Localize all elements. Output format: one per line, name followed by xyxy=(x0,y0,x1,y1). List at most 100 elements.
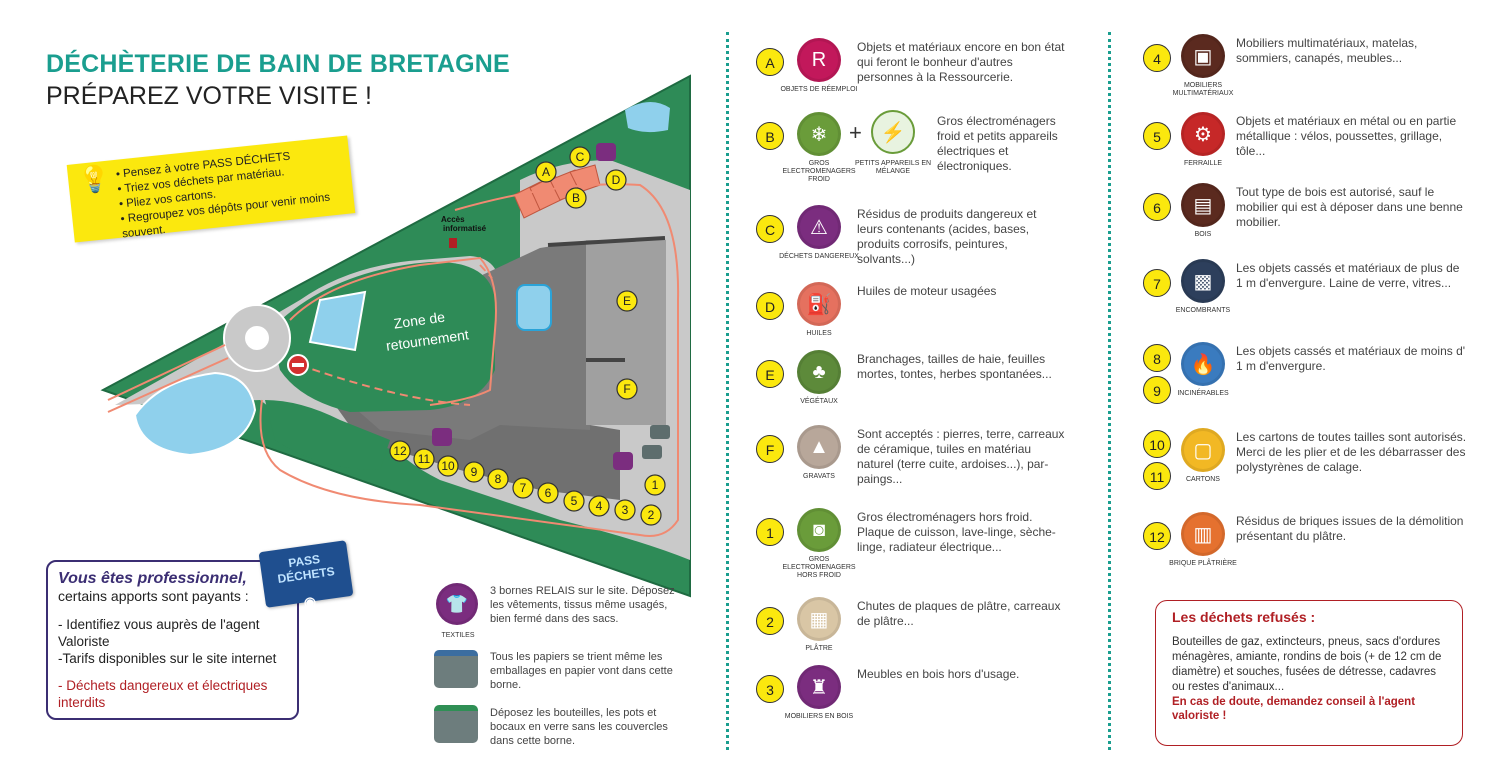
legend-letter: C xyxy=(756,215,784,243)
legend-description: Résidus de briques issues de la démoliti… xyxy=(1236,514,1464,543)
map-marker-label: C xyxy=(576,150,585,164)
legend-waste-icon: ◙ xyxy=(797,508,841,552)
map-marker-12: 12 xyxy=(389,440,411,462)
glass-bin-icon xyxy=(642,445,662,459)
legend-letter: 4 xyxy=(1143,44,1171,72)
legend-waste-icon: 🔥 xyxy=(1181,342,1225,386)
legend-letter: 7 xyxy=(1143,269,1171,297)
legend-letter: 1 xyxy=(756,518,784,546)
map-marker-5: 5 xyxy=(563,490,585,512)
map-marker-label: 6 xyxy=(545,486,552,500)
legend-icon-label: MOBILIERS MULTIMATÉRIAUX xyxy=(1172,82,1234,97)
pro-heading: Vous êtes professionnel, xyxy=(58,570,247,587)
refused-heading: Les déchets refusés : xyxy=(1172,609,1316,625)
legend-letter: F xyxy=(756,435,784,463)
legend-letter: 5 xyxy=(1143,122,1171,150)
legend-icon-label: MOBILIERS EN BOIS xyxy=(784,713,854,720)
map-marker-2: 2 xyxy=(640,504,662,526)
pass-card-image: PASS DÉCHETS ◉ xyxy=(258,540,354,610)
map-marker-7: 7 xyxy=(512,477,534,499)
map-basin xyxy=(308,290,367,352)
map-marker-10: 10 xyxy=(437,455,459,477)
legend-letter: E xyxy=(756,360,784,388)
legend-waste-icon: ▩ xyxy=(1181,259,1225,303)
map-basin xyxy=(516,284,552,331)
legend-waste-icon: ⚙ xyxy=(1181,112,1225,156)
refused-warning: En cas de doute, demandez conseil à l'ag… xyxy=(1172,696,1416,722)
textile-bin-icon xyxy=(432,428,452,446)
legend-description: Branchages, tailles de haie, feuilles mo… xyxy=(857,352,1052,381)
map-marker-label: 2 xyxy=(648,508,655,522)
legend-icon-label: VÉGÉTAUX xyxy=(800,398,838,405)
legend-icon-label: GRAVATS xyxy=(803,473,835,480)
refused-text: Bouteilles de gaz, extincteurs, pneus, s… xyxy=(1172,636,1442,693)
legend-icon-label: BOIS xyxy=(1194,231,1212,238)
pro-line: - Identifiez vous auprès de l'agent Valo… xyxy=(58,617,260,649)
legend-waste-icon: ▣ xyxy=(1181,34,1225,78)
legend-letter: 8 xyxy=(1143,344,1171,372)
legend-waste-icon: ♜ xyxy=(797,665,841,709)
legend-waste-icon: ▢ xyxy=(1181,428,1225,472)
legend-description: Les objets cassés et matériaux de plus d… xyxy=(1236,261,1460,290)
textiles-label: TEXTILES xyxy=(441,632,475,639)
legend-icon-label: ENCOMBRANTS xyxy=(1175,307,1231,314)
glass-text: Déposez les bouteilles, les pots et boca… xyxy=(490,707,668,747)
legend-letter: 10 xyxy=(1143,430,1171,458)
page-title: DÉCHÈTERIE DE BAIN DE BRETAGNE xyxy=(46,50,510,78)
legend-description: Objets et matériaux en métal ou en parti… xyxy=(1236,114,1457,158)
pro-warning: - Déchets dangereux et électriques inter… xyxy=(58,678,268,710)
legend-letter: 9 xyxy=(1143,376,1171,404)
legend-letter: B xyxy=(756,122,784,150)
legend-description: Objets et matériaux encore en bon état q… xyxy=(857,40,1065,84)
textiles-text: 3 bornes RELAIS sur le site. Déposez les… xyxy=(490,585,675,625)
legend-icon-label: PETITS APPAREILS EN MÉLANGE xyxy=(854,160,932,175)
map-marker-label: B xyxy=(572,191,580,205)
refused-waste-box: Les déchets refusés : Bouteilles de gaz,… xyxy=(1155,600,1463,746)
legend-waste-icon: ▥ xyxy=(1181,512,1225,556)
legend-icon-label: INCINÉRABLES xyxy=(1177,390,1229,397)
legend-description: Meubles en bois hors d'usage. xyxy=(857,667,1020,681)
legend-description: Tout type de bois est autorisé, sauf le … xyxy=(1236,185,1463,229)
map-marker-label: 7 xyxy=(520,481,527,495)
legend-description: Sont acceptés : pierres, terre, carreaux… xyxy=(857,427,1065,486)
legend-description: Les objets cassés et matériaux de moins … xyxy=(1236,344,1466,373)
zone-label: Zone de xyxy=(393,309,446,332)
map-marker-label: F xyxy=(623,382,630,396)
small-appliance-icon: ⚡ xyxy=(871,110,915,154)
map-marker-label: D xyxy=(612,173,621,187)
map-marker-label: 5 xyxy=(571,494,578,508)
page-subtitle: PRÉPAREZ VOTRE VISITE ! xyxy=(46,82,372,110)
map-marker-label: A xyxy=(542,165,550,179)
textile-bin-icon xyxy=(596,143,616,161)
map-marker-d: D xyxy=(605,169,627,191)
legend-icon-label: HUILES xyxy=(806,330,832,337)
legend-description: Gros électroménagers hors froid. Plaque … xyxy=(857,510,1056,554)
legend-icon-label: DÉCHETS DANGEREUX xyxy=(779,253,859,260)
legend-letter: 11 xyxy=(1143,462,1171,490)
legend-waste-icon: ▤ xyxy=(1181,183,1225,227)
legend-description: Chutes de plaques de plâtre, carreaux de… xyxy=(857,599,1061,628)
map-green-zone xyxy=(265,400,390,470)
legend-icon-label: GROS ELECTROMENAGERS FROID xyxy=(782,160,856,183)
map-marker-label: 8 xyxy=(495,472,502,486)
legend-waste-icon: ♣ xyxy=(797,350,841,394)
legend-icon-label: PLÂTRE xyxy=(805,645,833,652)
legend-icon-label: FERRAILLE xyxy=(1183,160,1223,167)
glass-bin-icon xyxy=(434,705,478,743)
legend-icon-label: OBJETS DE RÉEMPLOI xyxy=(780,86,858,93)
legend-waste-icon: ⚠ xyxy=(797,205,841,249)
legend-letter: D xyxy=(756,292,784,320)
access-label: informatisé xyxy=(443,224,487,233)
map-marker-11: 11 xyxy=(413,448,435,470)
legend-letter: 2 xyxy=(756,607,784,635)
map-marker-label: E xyxy=(623,294,631,308)
paper-text: Tous les papiers se trient même les emba… xyxy=(490,651,673,691)
map-water xyxy=(133,371,257,457)
map-marker-label: 10 xyxy=(441,459,455,473)
map-marker-label: 3 xyxy=(622,503,629,517)
legend-icon-label: CARTONS xyxy=(1186,476,1220,483)
map-water xyxy=(625,101,670,133)
legend-description: Gros électroménagers froid et petits app… xyxy=(937,114,1058,173)
legend-icon-label: GROS ELECTROMENAGERS HORS FROID xyxy=(782,556,856,579)
